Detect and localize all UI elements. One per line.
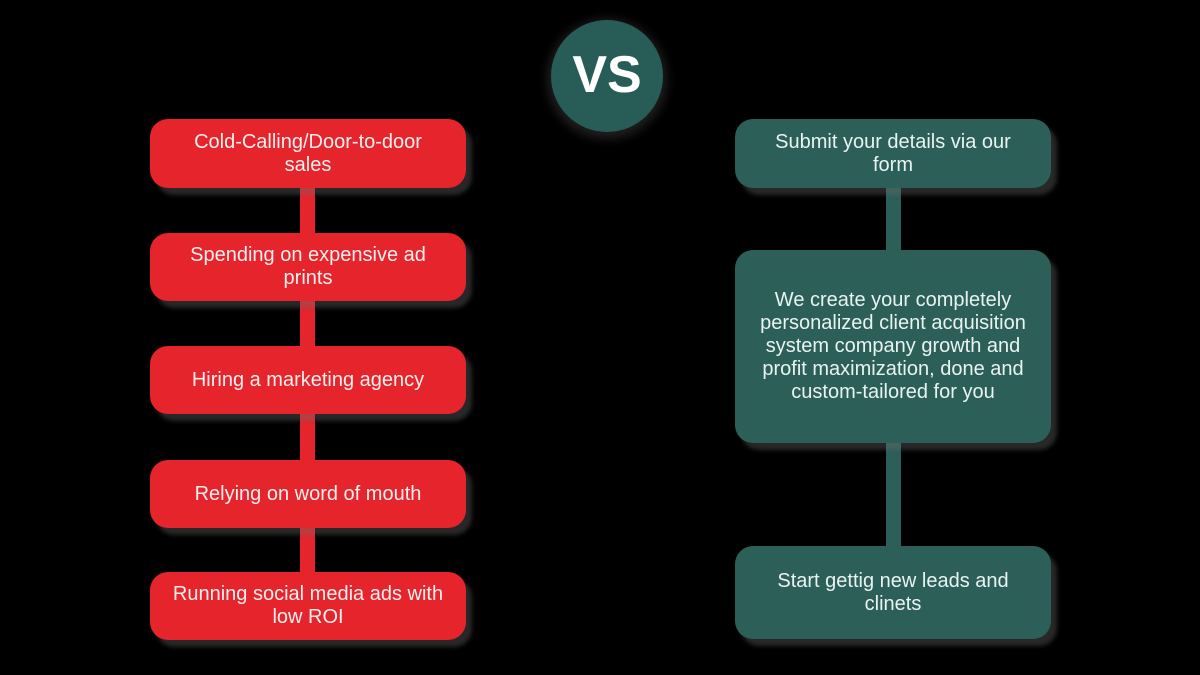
node-label: Relying on word of mouth [194,482,422,505]
node-label: Hiring a marketing agency [191,368,425,391]
vs-badge-label: VS [572,46,642,104]
node-label: We create your completely personalized c… [760,289,1026,403]
left-node-marketing-agency: Hiring a marketing agency [150,346,466,414]
right-node-new-leads: Start gettig new leads and clinets [735,546,1051,639]
vs-badge: VS [551,20,663,132]
left-node-ad-prints: Spending on expensive ad prints [150,233,466,301]
left-node-social-media-ads: Running social media ads with low ROI [150,572,466,640]
right-node-submit-details: Submit your details via our form [735,119,1051,188]
node-label: Running social media ads with low ROI [172,583,444,628]
node-label: Spending on expensive ad prints [190,244,426,289]
right-node-personalized-system: We create your completely personalized c… [735,250,1051,443]
left-node-word-of-mouth: Relying on word of mouth [150,460,466,528]
node-label: Submit your details via our form [775,130,1011,176]
node-label: Start gettig new leads and clinets [777,569,1009,615]
node-label: Cold-Calling/Door-to-door sales [194,130,422,176]
left-node-cold-calling: Cold-Calling/Door-to-door sales [150,119,466,188]
